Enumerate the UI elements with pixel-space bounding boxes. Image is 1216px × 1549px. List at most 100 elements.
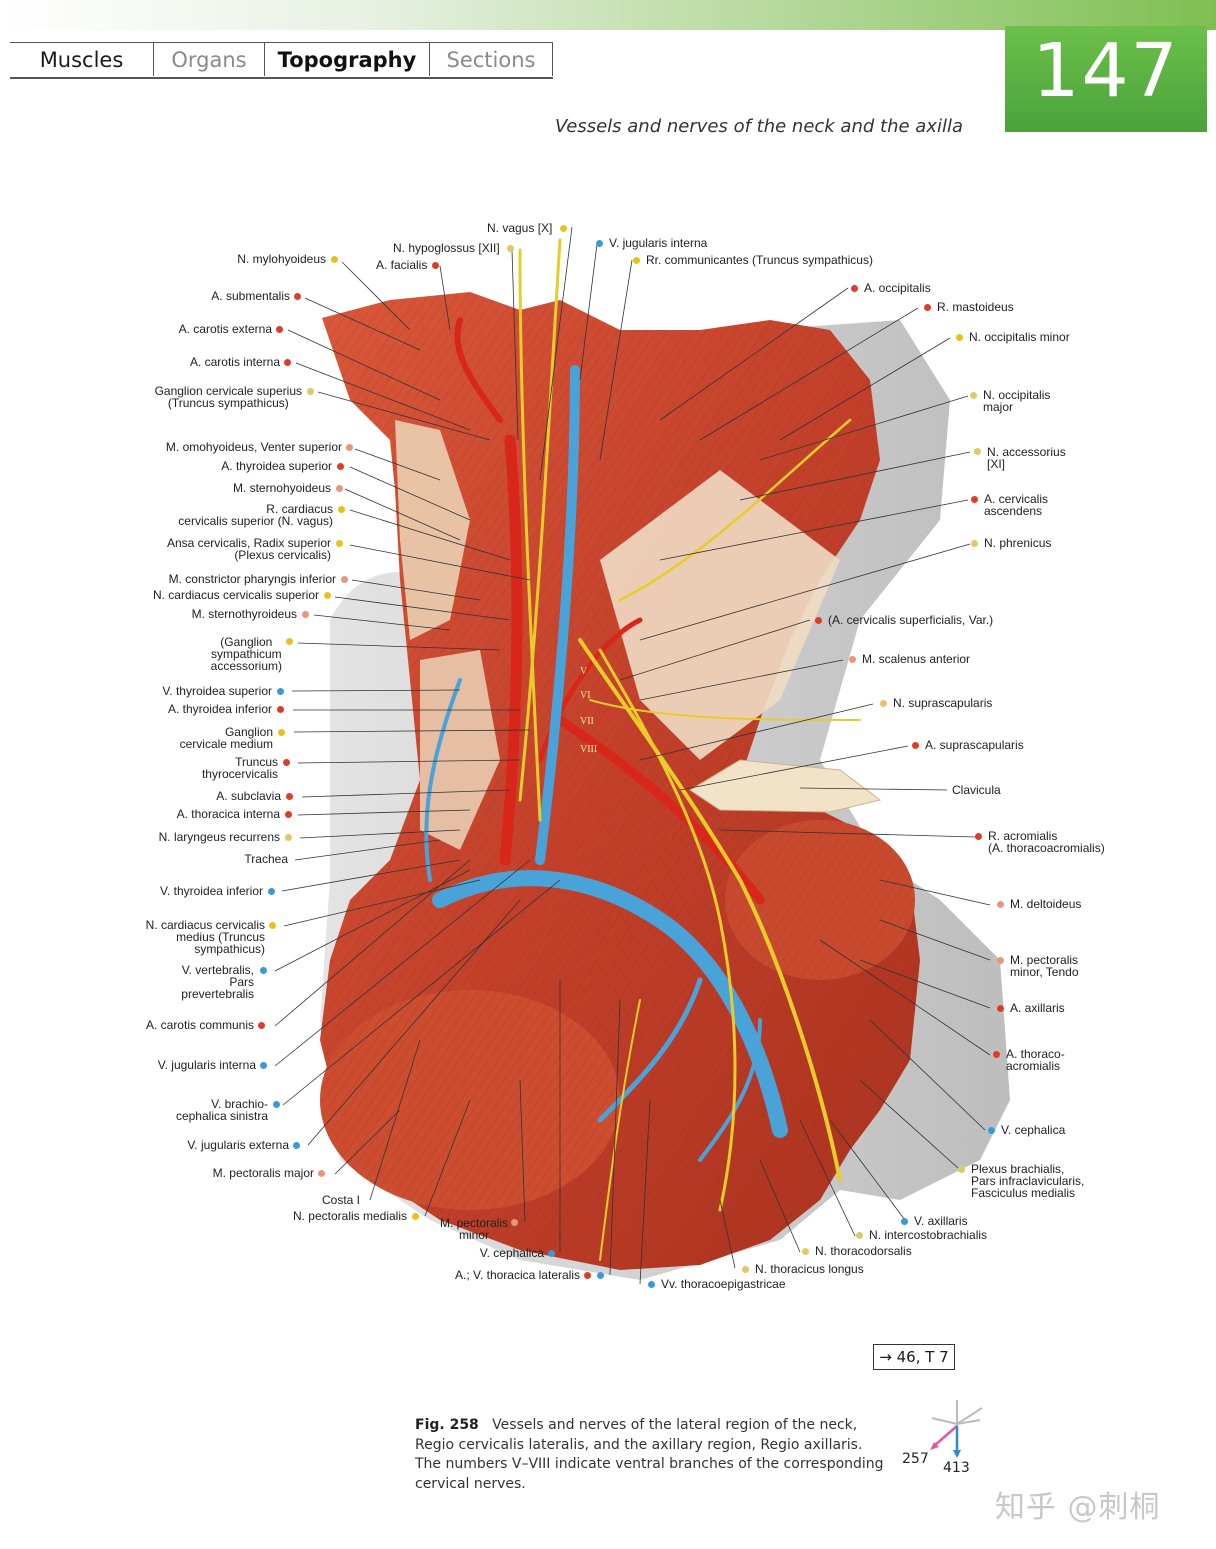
ganglion-marker bbox=[507, 245, 514, 252]
muscle-marker bbox=[511, 1219, 518, 1226]
muscle-marker bbox=[341, 576, 348, 583]
vein-marker bbox=[901, 1218, 908, 1225]
label-trachea: Trachea bbox=[244, 852, 288, 866]
artery-marker bbox=[912, 742, 919, 749]
label-n-occipitalis-major: N. occipitalis major bbox=[983, 388, 1051, 414]
label-a-thoracica-interna: A. thoracica interna bbox=[176, 807, 280, 821]
muscle-marker bbox=[302, 611, 309, 618]
artery-marker bbox=[584, 1272, 591, 1279]
figure-caption-text: Vessels and nerves of the lateral region… bbox=[415, 1417, 884, 1492]
label-a-subclavia: A. subclavia bbox=[216, 789, 281, 803]
label-truncus-thyrocervicalis: Truncus thyrocervicalis bbox=[201, 755, 278, 781]
vein-marker bbox=[273, 1101, 280, 1108]
figure-number: Fig. 258 bbox=[415, 1417, 479, 1433]
nerve-marker bbox=[412, 1213, 419, 1220]
label-a-carotis-communis: A. carotis communis bbox=[145, 1018, 254, 1032]
artery-marker bbox=[815, 617, 822, 624]
ganglion-marker bbox=[802, 1248, 809, 1255]
ganglion-marker bbox=[971, 540, 978, 547]
watermark: 知乎 @刺桐 bbox=[995, 1490, 1161, 1525]
tab-topography[interactable]: Topography bbox=[265, 43, 430, 76]
label-v-jugularis-interna: V. jugularis interna bbox=[157, 1058, 256, 1072]
artery-marker bbox=[337, 463, 344, 470]
label-v-jugularis-interna-top: V. jugularis interna bbox=[609, 236, 708, 250]
artery-marker bbox=[283, 759, 290, 766]
nerves bbox=[518, 238, 861, 1261]
nerve-marker bbox=[331, 256, 338, 263]
label-n-accessorius: N. accessorius [XI] bbox=[987, 445, 1066, 471]
label-n-occipitalis-minor: N. occipitalis minor bbox=[969, 330, 1070, 344]
artery-marker bbox=[276, 326, 283, 333]
posterior-triangle-fat bbox=[600, 470, 840, 760]
label-a-carotis-externa: A. carotis externa bbox=[178, 322, 272, 336]
tab-organs[interactable]: Organs bbox=[154, 43, 265, 76]
label-a-cervicalis-ascendens: A. cervicalis ascendens bbox=[984, 492, 1049, 518]
label-n-pectoralis-medialis: N. pectoralis medialis bbox=[292, 1209, 407, 1223]
label-a-thyroidea-inferior: A. thyroidea inferior bbox=[167, 702, 272, 716]
label-r-mastoideus: R. mastoideus bbox=[937, 300, 1014, 314]
page-ref-bottom[interactable]: 413 bbox=[943, 1460, 970, 1476]
label-m-omohyoideus: M. omohyoideus, Venter superior bbox=[165, 440, 342, 454]
label-n-thoracodorsalis: N. thoracodorsalis bbox=[815, 1244, 912, 1258]
veins bbox=[424, 365, 788, 1162]
label-m-sternothyroideus: M. sternothyroideus bbox=[191, 607, 297, 621]
label-n-intercostobrachialis: N. intercostobrachialis bbox=[869, 1228, 988, 1242]
label-v-jugularis-externa: V. jugularis externa bbox=[187, 1138, 289, 1152]
label-a-facialis: A. facialis bbox=[376, 258, 428, 272]
label-a-submentalis: A. submentalis bbox=[211, 289, 290, 303]
label-v-vertebralis: V. vertebralis, Pars prevertebralis bbox=[181, 963, 254, 1001]
vein-marker bbox=[648, 1281, 655, 1288]
label-m-pectoralis-minor: M. pectoralis minor bbox=[439, 1216, 508, 1242]
nerve-marker bbox=[560, 225, 567, 232]
label-v-thyroidea-inferior: V. thyroidea inferior bbox=[160, 884, 263, 898]
muscle-marker bbox=[346, 444, 353, 451]
tab-muscles[interactable]: Muscles bbox=[10, 43, 154, 76]
svg-text:V: V bbox=[580, 666, 588, 677]
artery-marker bbox=[284, 359, 291, 366]
label-m-pectoralis-minor-tendo: M. pectoralis minor, Tendo bbox=[1010, 953, 1079, 979]
artery-marker bbox=[286, 793, 293, 800]
label-a-thoracoacromialis: A. thoraco- acromialis bbox=[1006, 1047, 1065, 1073]
label-a-v-thoracica-lateralis: A.; V. thoracica lateralis bbox=[455, 1268, 580, 1282]
artery-marker bbox=[971, 496, 978, 503]
label-ansa-cervicalis: Ansa cervicalis, Radix superior (Plexus … bbox=[166, 536, 331, 562]
label-n-cardiacus-medius: N. cardiacus cervicalis medius (Truncus … bbox=[145, 918, 265, 956]
vein-marker bbox=[597, 1272, 604, 1279]
label-n-phrenicus: N. phrenicus bbox=[984, 536, 1052, 550]
nerve-marker bbox=[269, 922, 276, 929]
label-a-carotis-interna: A. carotis interna bbox=[189, 355, 280, 369]
tab-sections[interactable]: Sections bbox=[430, 43, 553, 76]
section-tabs: Muscles Organs Topography Sections bbox=[10, 42, 553, 79]
ganglion-marker bbox=[742, 1266, 749, 1273]
header-band bbox=[0, 0, 1216, 30]
vein-marker bbox=[260, 967, 267, 974]
label-a-occipitalis: A. occipitalis bbox=[864, 281, 931, 295]
label-m-sternohyoideus: M. sternohyoideus bbox=[232, 481, 331, 495]
nerve-marker bbox=[338, 506, 345, 513]
page-number-box bbox=[1005, 26, 1207, 132]
cross-reference-link[interactable]: → 46, T 7 bbox=[873, 1344, 955, 1370]
muscle-marker bbox=[318, 1170, 325, 1177]
artery-marker bbox=[975, 833, 982, 840]
page-ref-left[interactable]: 257 bbox=[902, 1451, 929, 1467]
nerve-marker bbox=[956, 334, 963, 341]
label-ganglion-cervicale-superius: Ganglion cervicale superius (Truncus sym… bbox=[154, 384, 302, 410]
muscle-marker bbox=[997, 957, 1004, 964]
ganglion-marker bbox=[856, 1232, 863, 1239]
vein-marker bbox=[596, 240, 603, 247]
label-m-scalenus-anterior: M. scalenus anterior bbox=[862, 652, 971, 666]
vein-marker bbox=[548, 1250, 555, 1257]
vein-marker bbox=[277, 688, 284, 695]
ganglion-marker bbox=[958, 1166, 965, 1173]
label-m-constrictor-pharyngis: M. constrictor pharyngis inferior bbox=[168, 572, 336, 586]
label-m-pectoralis-major: M. pectoralis major bbox=[212, 1166, 314, 1180]
label-n-thoracicus-longus: N. thoracicus longus bbox=[755, 1262, 864, 1276]
svg-text:VI: VI bbox=[580, 690, 591, 701]
label-a-suprascapularis: A. suprascapularis bbox=[925, 738, 1024, 752]
label-rr-communicantes: Rr. communicantes (Truncus sympathicus) bbox=[646, 253, 873, 267]
label-n-suprascapularis: N. suprascapularis bbox=[893, 696, 993, 710]
label-n-vagus: N. vagus [X] bbox=[487, 221, 553, 235]
page-subtitle: Vessels and nerves of the neck and the a… bbox=[555, 116, 963, 137]
label-clavicula: Clavicula bbox=[952, 783, 1001, 797]
artery-marker bbox=[258, 1022, 265, 1029]
